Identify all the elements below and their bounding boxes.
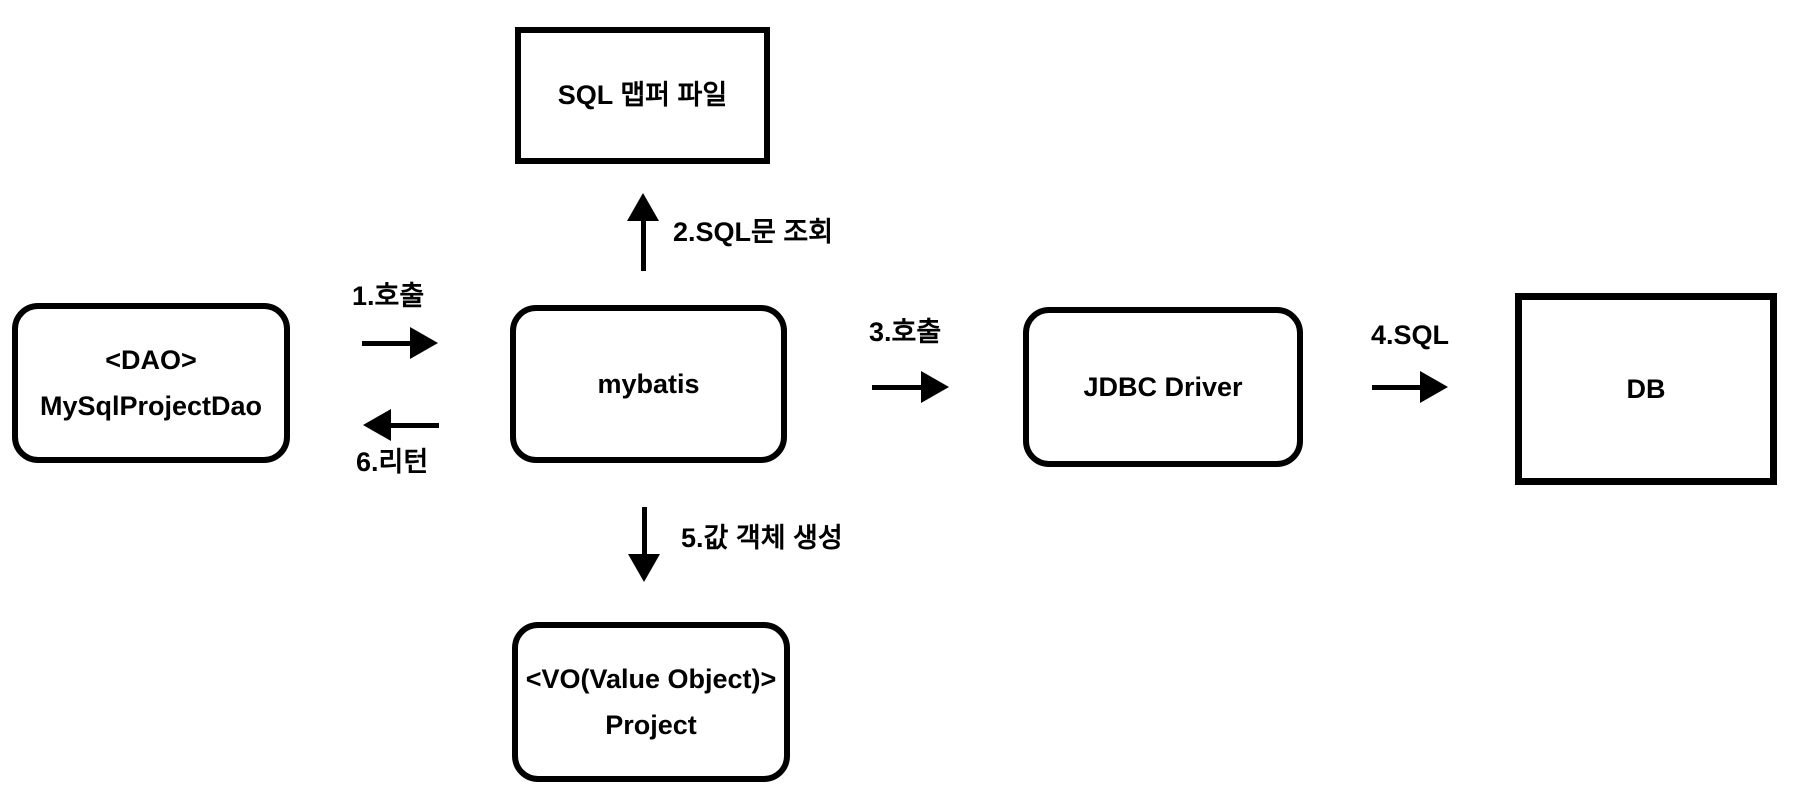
arrow-head-right-icon — [410, 327, 438, 359]
arrow-sql-jdbc-to-db — [1372, 371, 1448, 403]
edge-label-6-return: 6.리턴 — [356, 447, 429, 477]
arrow-shaft — [1372, 385, 1424, 390]
node-label: Project — [605, 709, 697, 740]
arrow-head-up-icon — [627, 193, 659, 221]
arrow-head-down-icon — [628, 554, 660, 582]
arrow-shaft — [641, 217, 646, 271]
node-db: DB — [1515, 293, 1777, 485]
node-jdbc-driver: JDBC Driver — [1023, 307, 1303, 467]
node-label: SQL 맵퍼 파일 — [557, 80, 728, 110]
arrow-create-vo-mybatis-to-vo — [628, 507, 660, 582]
arrow-head-right-icon — [1420, 371, 1448, 403]
arrow-shaft — [872, 385, 925, 390]
node-label: <VO(Value Object)> — [525, 663, 777, 694]
edge-label-2-sql-lookup: 2.SQL문 조회 — [673, 217, 834, 247]
arrow-sql-lookup-mybatis-to-mapper — [627, 193, 659, 271]
node-sql-mapper-file: SQL 맵퍼 파일 — [515, 27, 770, 164]
edge-label-5-create-vo: 5.값 객체 생성 — [681, 523, 843, 553]
arrow-head-right-icon — [921, 371, 949, 403]
arrow-shaft — [362, 341, 414, 346]
arrow-return-mybatis-to-dao — [363, 409, 439, 441]
edge-label-3-call: 3.호출 — [869, 317, 942, 347]
arrow-head-left-icon — [363, 409, 391, 441]
node-label: JDBC Driver — [1083, 371, 1243, 402]
arrow-call-dao-to-mybatis — [362, 327, 438, 359]
node-dao: <DAO> MySqlProjectDao — [12, 303, 290, 463]
node-vo-project: <VO(Value Object)> Project — [512, 622, 790, 782]
arrow-call-mybatis-to-jdbc — [872, 371, 949, 403]
node-label: MySqlProjectDao — [39, 390, 263, 421]
arrow-shaft — [387, 423, 439, 428]
node-mybatis: mybatis — [510, 305, 787, 463]
node-label: mybatis — [597, 368, 700, 399]
arrow-shaft — [642, 507, 647, 558]
edge-label-1-call: 1.호출 — [352, 281, 425, 311]
node-label: <DAO> — [105, 344, 197, 375]
edge-label-4-sql: 4.SQL — [1371, 320, 1450, 350]
node-label: DB — [1626, 373, 1666, 404]
